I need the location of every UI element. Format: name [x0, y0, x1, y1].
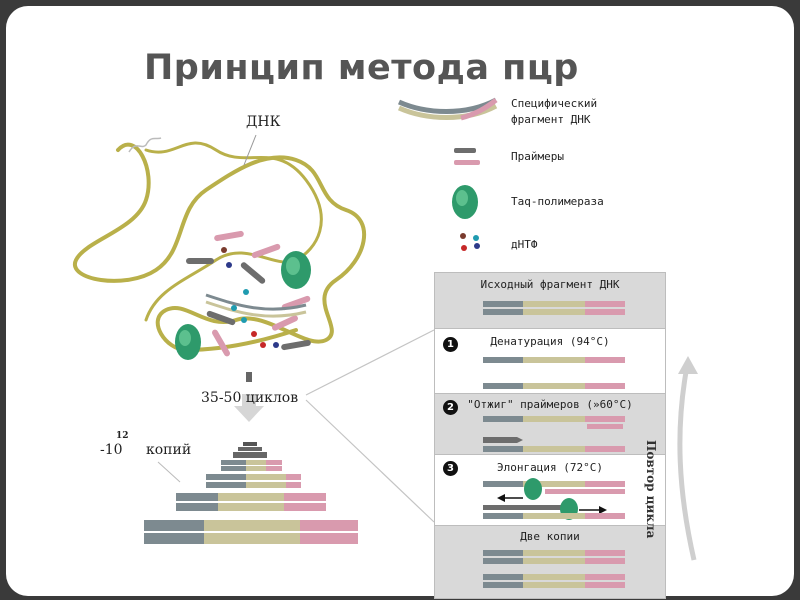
legend-polymerase-label: Taq-полимераза	[511, 195, 604, 208]
step-panel-elongation: 3 Элонгация (72°С)	[434, 454, 666, 526]
down-arrow-icon	[234, 372, 264, 422]
scattered-primers	[186, 230, 311, 357]
step-number-3: 3	[443, 461, 458, 476]
dna-fragment-icon	[397, 97, 498, 121]
cycles-label: 35-50 циклов	[201, 390, 299, 406]
scattered-polymerases	[175, 251, 311, 360]
step-label: "Отжиг" праймеров (»60°С)	[467, 398, 633, 411]
connector-line	[305, 399, 435, 523]
initial-strands	[483, 301, 625, 315]
step-panel-two-copies: Две копии	[434, 525, 666, 599]
elongation-strands	[483, 478, 625, 520]
polymerase-icon	[452, 185, 478, 219]
pcr-illustration	[72, 97, 698, 561]
legend-fragment-label: Специфический фрагмент ДНК	[511, 97, 598, 126]
pcr-diagram: ДНК 35-50 циклов -10 12 копий Специфичес…	[66, 90, 726, 600]
step-panel-annealing: 2 "Отжиг" праймеров (»60°С)	[434, 393, 666, 455]
legend-dntp-label: дНТФ	[511, 238, 538, 251]
dntp-icon	[460, 233, 480, 251]
step-panel-initial: Исходный фрагмент ДНК	[434, 272, 666, 329]
step-label: Две копии	[520, 530, 580, 543]
copies-word: копий	[146, 442, 192, 458]
repeat-cycle-label: Повтор цикла	[644, 440, 658, 539]
dna-label: ДНК	[246, 114, 281, 130]
annealed-strands	[483, 416, 625, 452]
slide: Принцип метода пцр	[6, 6, 794, 599]
slide-title: Принцип метода пцр	[144, 48, 579, 88]
copies-pointer	[157, 461, 181, 483]
dna-pointer	[243, 134, 257, 166]
step-number-2: 2	[443, 400, 458, 415]
copy-strands	[483, 550, 625, 588]
repeat-cycle-arrow	[677, 371, 697, 561]
copies-base: -10	[100, 442, 123, 458]
dna-strand-tail	[128, 137, 162, 153]
step-number-1: 1	[443, 337, 458, 352]
step-label: Исходный фрагмент ДНК	[480, 278, 620, 291]
connector-line	[305, 329, 435, 396]
copies-exponent: 12	[116, 431, 129, 441]
amplification-pyramid	[144, 442, 358, 544]
primers-icon	[454, 148, 480, 165]
step-panel-denaturation: 1 Денатурация (94°С)	[434, 328, 666, 394]
repeat-arrowhead-icon	[678, 356, 698, 374]
step-label: Элонгация (72°С)	[497, 461, 603, 474]
legend-primers-label: Праймеры	[511, 150, 564, 163]
denatured-strands	[483, 357, 625, 389]
step-label: Денатурация (94°С)	[490, 335, 610, 348]
